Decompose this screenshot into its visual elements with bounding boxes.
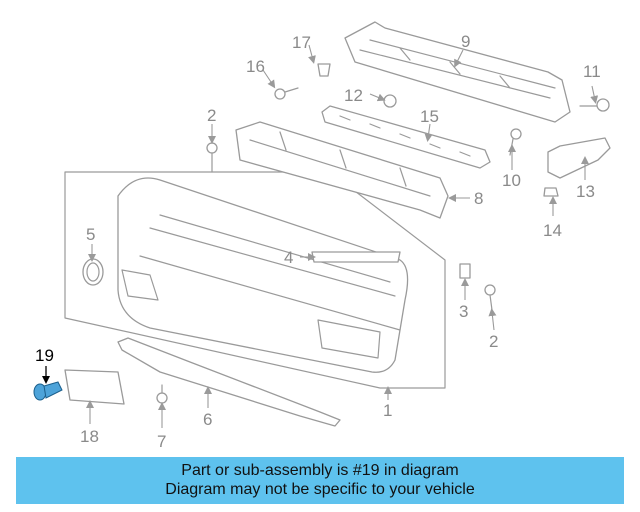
callout-16: 16 xyxy=(246,57,265,76)
callout-13: 13 xyxy=(576,182,595,201)
screw-10 xyxy=(509,128,522,156)
callout-3: 3 xyxy=(459,302,468,321)
screw-2-top xyxy=(206,142,218,173)
callout-4: 4 xyxy=(284,248,293,267)
bolt-16 xyxy=(274,87,299,100)
callout-2-bottom: 2 xyxy=(489,332,498,351)
nut-14 xyxy=(543,187,559,197)
lower-spoiler xyxy=(117,337,341,427)
trim-strip xyxy=(311,251,401,263)
callout-11: 11 xyxy=(583,62,601,81)
license-plate-bracket xyxy=(64,369,125,405)
callout-15: 15 xyxy=(420,107,439,126)
caption-line-1: Part or sub-assembly is #19 in diagram xyxy=(181,462,459,479)
callout-17: 17 xyxy=(292,33,311,52)
callout-18: 18 xyxy=(80,427,99,446)
callout-6: 6 xyxy=(203,410,212,429)
screw-2-bottom xyxy=(484,284,496,311)
callout-8: 8 xyxy=(474,189,483,208)
callout-10: 10 xyxy=(502,171,521,190)
clip-17 xyxy=(317,63,331,77)
callout-19: 19 xyxy=(35,346,54,365)
callout-9: 9 xyxy=(461,32,470,51)
caption-bar: Part or sub-assembly is #19 in diagram D… xyxy=(16,457,624,504)
callout-1: 1 xyxy=(383,401,392,420)
tow-ring-cover xyxy=(82,258,104,286)
callout-5: 5 xyxy=(86,225,95,244)
bumper-cover xyxy=(117,177,409,373)
screw-11 xyxy=(579,98,610,112)
clip-3 xyxy=(459,263,471,279)
nut-12 xyxy=(383,94,397,108)
side-bracket xyxy=(547,137,611,179)
upper-bracket xyxy=(321,105,491,169)
callout-14: 14 xyxy=(543,221,562,240)
screw-7 xyxy=(156,384,168,404)
callout-2-top: 2 xyxy=(207,106,216,125)
callout-12: 12 xyxy=(344,86,363,105)
pushpin-19 xyxy=(33,381,63,401)
callout-7: 7 xyxy=(157,432,166,451)
energy-absorber xyxy=(235,121,449,219)
caption-line-2: Diagram may not be specific to your vehi… xyxy=(165,481,475,498)
reinforcement-beam xyxy=(344,21,571,123)
